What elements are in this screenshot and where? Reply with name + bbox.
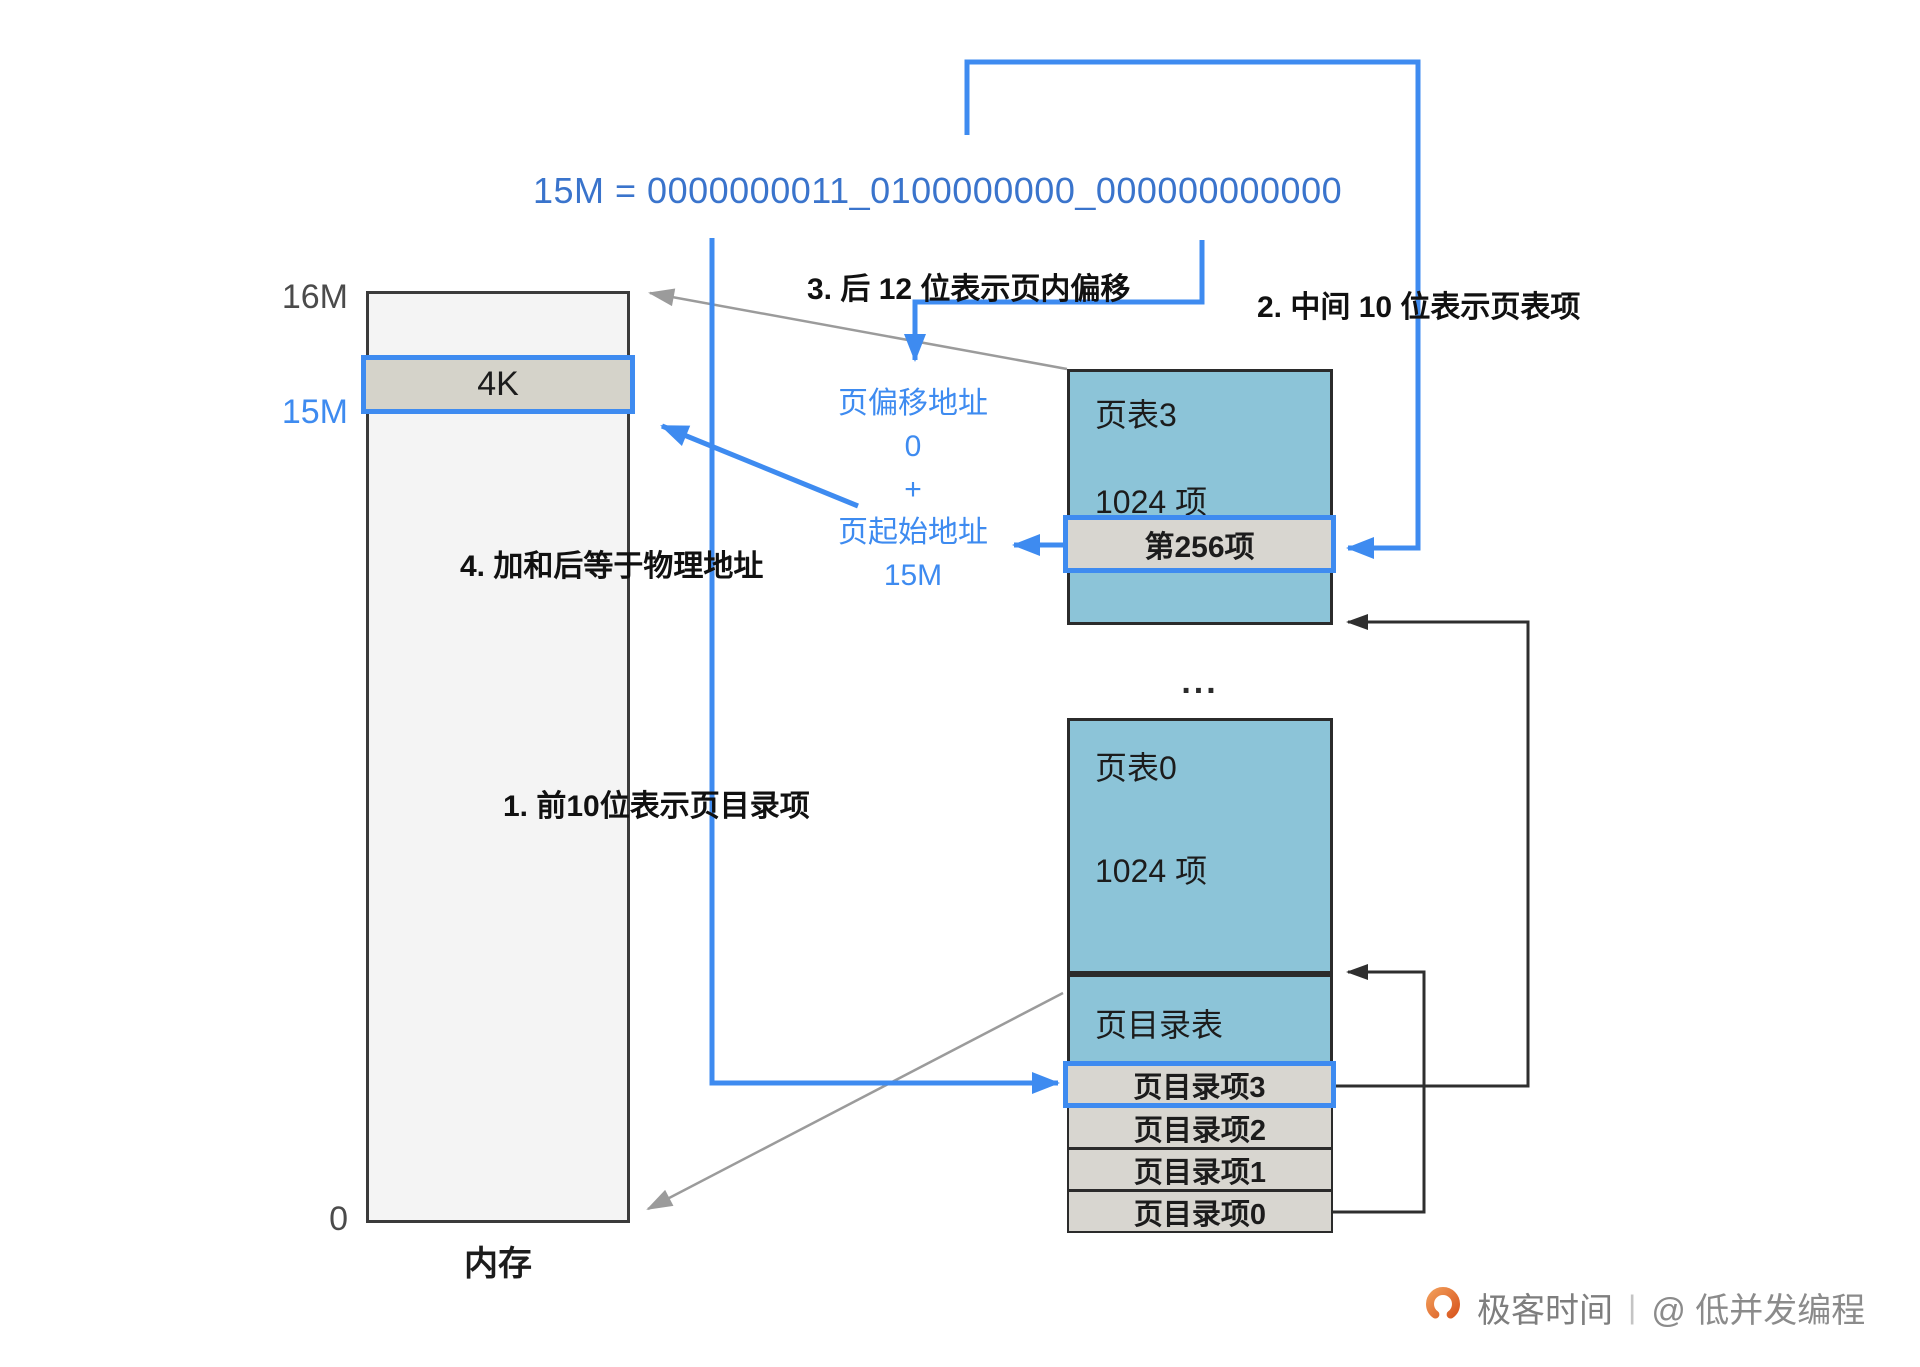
memory-column xyxy=(366,291,630,1223)
page-table0-title: 页表0 xyxy=(1095,750,1177,786)
offset-note-line2: 0 xyxy=(904,430,922,463)
dir-entry3-label: 页目录项3 xyxy=(1133,1071,1266,1104)
dir-entry2-label: 页目录项2 xyxy=(1133,1114,1267,1147)
offset-note-line4: 页起始地址 xyxy=(838,516,988,549)
memory-0-label: 0 xyxy=(329,1200,348,1238)
step2-label: 2. 中间 10 位表示页表项 xyxy=(1257,291,1581,324)
memory-15m-label: 15M xyxy=(281,393,348,431)
page-table3-entry-256: 第256项 xyxy=(1063,515,1336,573)
page-table0-entries: 1024 项 xyxy=(1095,853,1208,889)
footer-divider: | xyxy=(1628,1289,1637,1325)
step1-label: 1. 前10位表示页目录项 xyxy=(503,790,810,823)
gray-arrow-pagedir-to-memory-bottom xyxy=(646,991,1064,1211)
black-arrow-direntry3-to-pagetable3 xyxy=(1336,614,1530,1088)
memory-name-label: 内存 xyxy=(464,1245,532,1283)
dir-entry0-label: 页目录项0 xyxy=(1133,1198,1267,1231)
offset-sum-note: 页偏移地址 0 + 页起始地址 15M xyxy=(805,382,1021,597)
entry-256-label: 第256项 xyxy=(1144,531,1255,564)
page-directory-title: 页目录表 xyxy=(1095,1007,1224,1043)
page-directory-entry-1: 页目录项1 xyxy=(1067,1148,1333,1191)
geektime-logo xyxy=(1426,1286,1460,1328)
offset-note-line5: 15M xyxy=(883,559,943,592)
footer-author-text: @ 低并发编程 xyxy=(1651,1292,1866,1330)
memory-16m-label: 16M xyxy=(281,278,348,316)
memory-4k-label: 4K xyxy=(477,365,519,403)
footer-brand-bar: 极客时间 | @ 低并发编程 xyxy=(1422,1283,1865,1332)
dir-entry1-label: 页目录项1 xyxy=(1133,1156,1267,1189)
page-table3-title: 页表3 xyxy=(1095,397,1177,433)
footer-brand-text: 极客时间 xyxy=(1477,1292,1613,1330)
offset-note-line3: + xyxy=(904,473,922,506)
page-directory-entry-0: 页目录项0 xyxy=(1067,1190,1333,1233)
page-directory-entry-2: 页目录项2 xyxy=(1067,1106,1333,1149)
black-arrow-direntry0-to-pagetable0 xyxy=(1333,964,1426,1214)
memory-4k-block: 4K xyxy=(361,355,635,414)
page-directory-entry-3: 页目录项3 xyxy=(1063,1061,1336,1108)
step3-label: 3. 后 12 位表示页内偏移 xyxy=(807,273,1131,306)
page-table3-box: 页表3 1024 项 xyxy=(1067,369,1333,625)
offset-note-line1: 页偏移地址 xyxy=(838,387,988,420)
page-directory-box: 页目录表 xyxy=(1067,974,1333,1065)
tables-ellipsis: ... xyxy=(1181,663,1219,701)
page-table0-box: 页表0 1024 项 xyxy=(1067,718,1333,974)
blue-arrow-high-bits-to-direntry3 xyxy=(709,238,1060,1094)
virtual-address-formula: 15M = 0000000011_0100000000_000000000000 xyxy=(533,170,1343,211)
step4-label: 4. 加和后等于物理地址 xyxy=(460,550,764,583)
